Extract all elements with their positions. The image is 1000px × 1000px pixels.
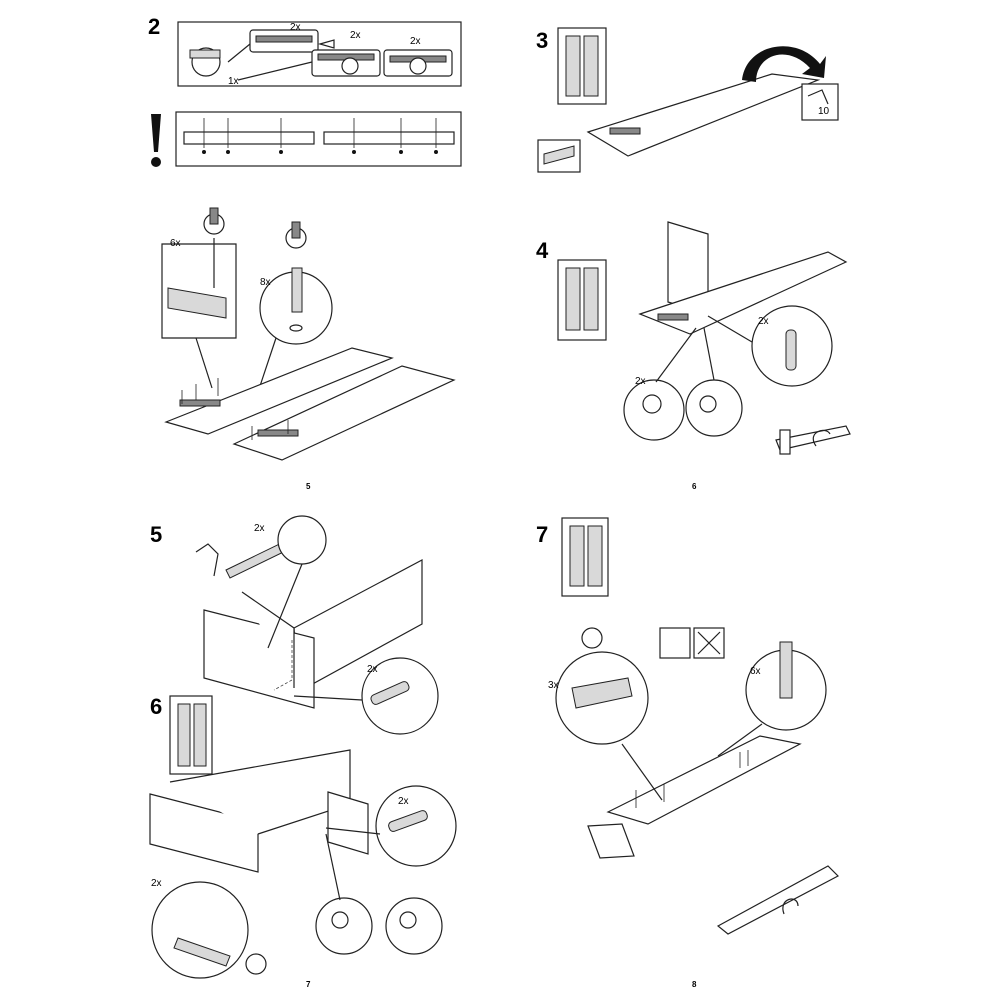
turn-over-page-ref: 10 [818,106,830,117]
step-5-qty-a: 2x [254,523,265,534]
step-2-rail-diagram [177,21,462,87]
page-number-left: 5 [306,482,311,491]
step-5-diagram [195,515,439,735]
step-7-diagram [555,517,839,935]
step-qty-6x: 6x [170,238,181,249]
step-3-diagram [537,27,839,173]
step-number-2: 2 [148,14,161,39]
step-2-qty-c: 2x [410,36,421,47]
step-6-qty-b: 2x [151,878,162,889]
step-2-qty-d: 1x [228,76,239,87]
step-number-7: 7 [536,522,549,547]
step-2-qty-a: 2x [290,22,301,33]
step-screw-detail [161,207,456,461]
step-qty-8x: 8x [260,277,271,288]
step-number-3: 3 [536,28,549,53]
warning-exclamation-icon [151,114,161,167]
step-4-diagram [557,221,851,455]
step-5-qty-b: 2x [367,664,378,675]
warning-rail-detail [175,111,462,167]
right-page: 3 10 4 2x 2x 6 [500,0,1000,1000]
step-number-4: 4 [536,238,549,263]
left-page: 2 2x 2x 2x 1x [148,14,462,989]
step-4-qty-a: 2x [758,316,769,327]
step-number-6: 6 [150,694,163,719]
step-4-qty-b: 2x [635,376,646,387]
step-2-qty-b: 2x [350,30,361,41]
step-7-qty-a: 3x [548,680,559,691]
step-number-5: 5 [150,522,163,547]
page-number-left-bottom: 7 [306,980,311,989]
page-number-right: 6 [692,482,697,491]
step-6-diagram [149,695,457,979]
page-number-right-bottom: 8 [692,980,697,989]
step-6-qty-a: 2x [398,796,409,807]
step-7-qty-b: 6x [750,666,761,677]
